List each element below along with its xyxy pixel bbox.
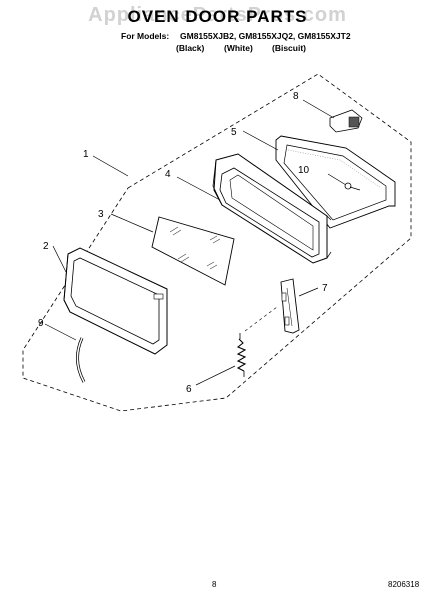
assembly-boundary bbox=[22, 73, 412, 412]
part-3-glass-panel bbox=[110, 213, 235, 286]
part-5-inner-frame bbox=[242, 130, 396, 229]
leader-1 bbox=[92, 155, 129, 177]
models-list: GM8155XJB2, GM8155XJQ2, GM8155XJT2 bbox=[180, 31, 351, 41]
document-code: 8206318 bbox=[388, 580, 420, 589]
page-number: 8 bbox=[212, 580, 217, 589]
models-label: For Models: bbox=[121, 31, 170, 41]
callout-6: 6 bbox=[186, 384, 192, 395]
header: AppliancePartsPros.com OVEN DOOR PARTS F… bbox=[0, 0, 435, 60]
callout-4: 4 bbox=[165, 169, 171, 180]
part-10-screw bbox=[327, 173, 361, 191]
callout-8: 8 bbox=[293, 91, 299, 102]
part-6-spring bbox=[195, 306, 278, 386]
watermark: AppliancePartsPros.com bbox=[88, 4, 347, 26]
callout-3: 3 bbox=[98, 209, 104, 220]
part-2-outer-door bbox=[52, 245, 168, 355]
part-8-latch-bracket bbox=[302, 99, 363, 133]
part-7-latch bbox=[280, 278, 319, 334]
color-biscuit: (Biscuit) bbox=[272, 43, 306, 53]
callout-7: 7 bbox=[322, 283, 328, 294]
part-4-door-frame bbox=[176, 153, 332, 264]
callout-10: 10 bbox=[298, 165, 310, 176]
color-white: (White) bbox=[224, 43, 253, 53]
callout-1: 1 bbox=[83, 149, 89, 160]
callout-5: 5 bbox=[231, 127, 237, 138]
callout-9: 9 bbox=[38, 318, 44, 329]
page-title: OVEN DOOR PARTS bbox=[127, 7, 308, 26]
color-black: (Black) bbox=[176, 43, 205, 53]
callout-2: 2 bbox=[43, 241, 49, 252]
part-9-handle bbox=[44, 323, 86, 383]
